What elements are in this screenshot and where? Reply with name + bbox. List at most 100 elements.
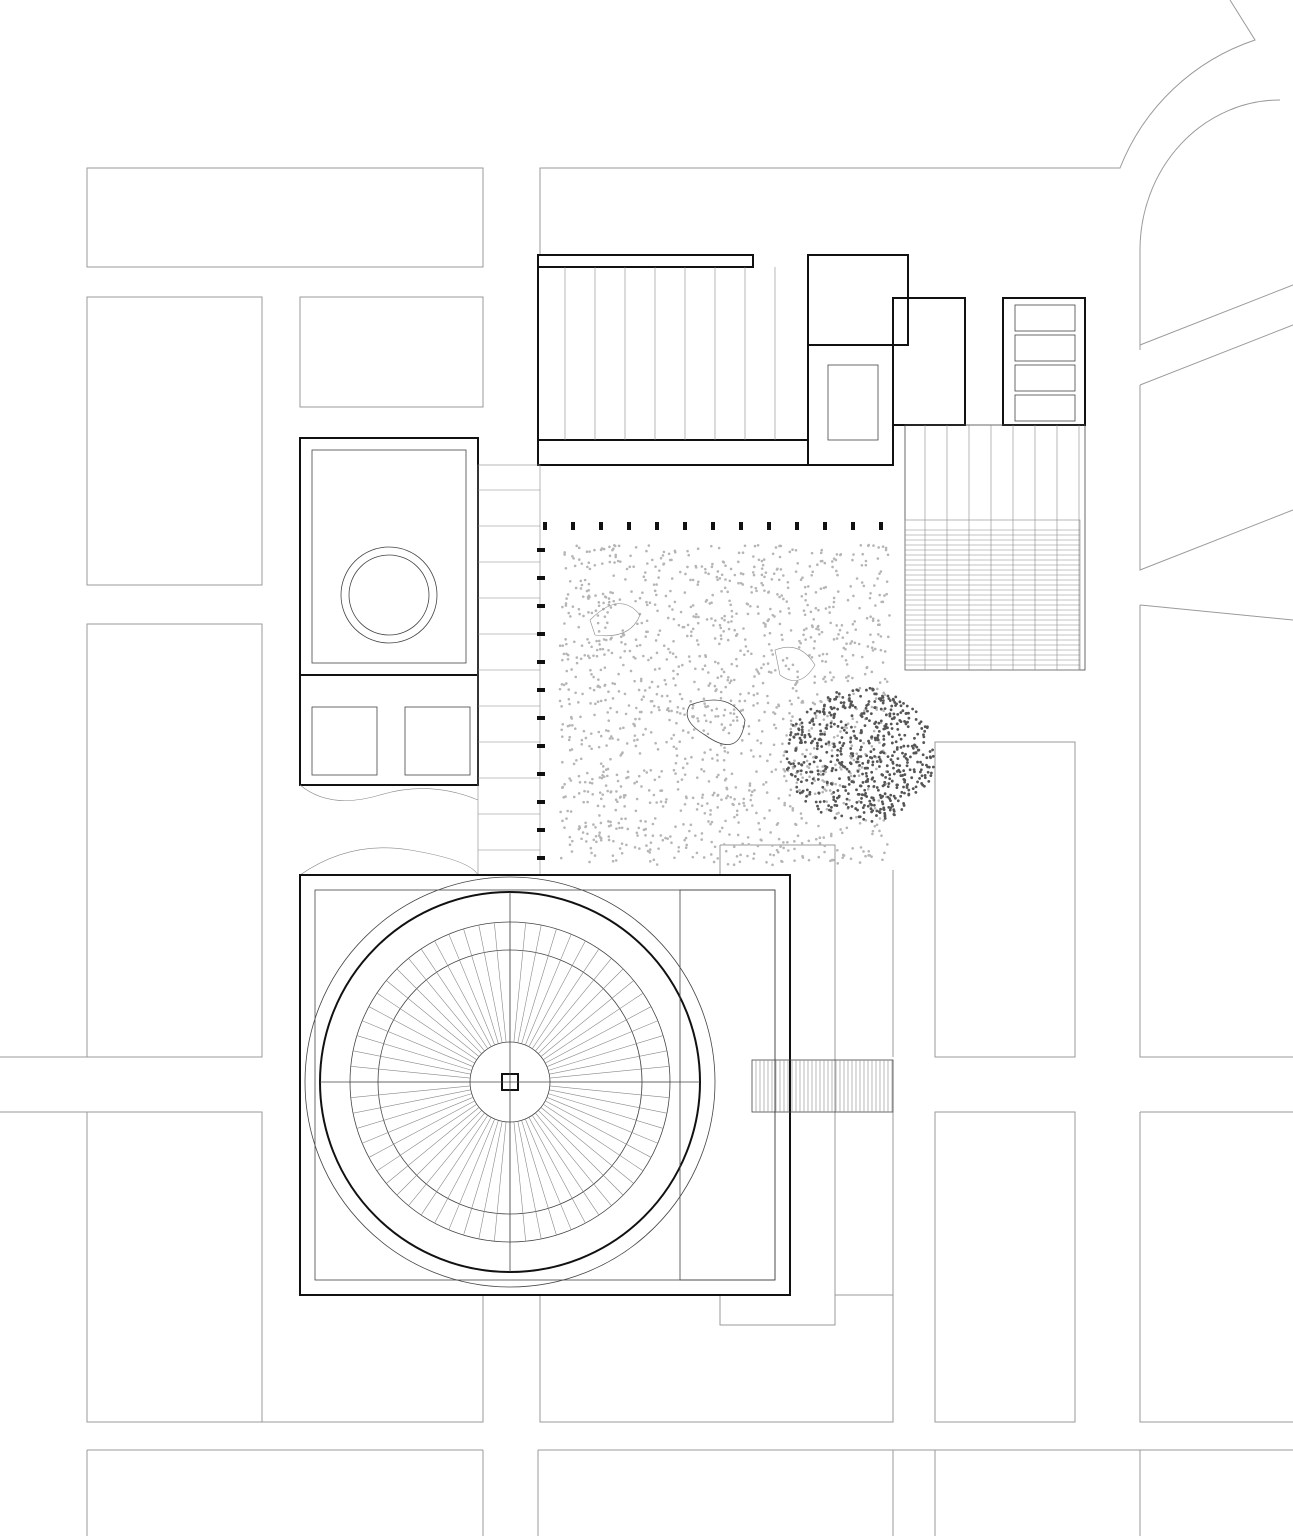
foliage-dot: [757, 672, 761, 675]
foliage-dot: [691, 796, 695, 800]
foliage-dot: [615, 773, 619, 777]
foliage-dot: [861, 793, 865, 797]
foliage-dot: [691, 627, 695, 631]
foliage-dot: [752, 857, 755, 860]
foliage-dot: [800, 733, 804, 737]
foliage-dot: [626, 775, 630, 779]
foliage-dot: [640, 710, 643, 714]
foliage-dot: [624, 642, 627, 646]
foliage-dot: [774, 726, 778, 730]
foliage-dot: [873, 706, 877, 710]
foliage-dot: [673, 856, 676, 860]
foliage-dot: [791, 548, 794, 551]
foliage-dot: [586, 565, 589, 569]
foliage-dot: [824, 607, 828, 610]
foliage-dot: [782, 841, 785, 844]
foliage-dot: [684, 572, 687, 576]
foliage-dot: [782, 574, 785, 577]
foliage-dot: [653, 778, 657, 782]
foliage-dot: [739, 692, 742, 696]
foliage-dot: [595, 840, 598, 844]
foliage-dot: [653, 603, 657, 606]
foliage-dot: [808, 792, 812, 796]
foliage-dot: [645, 771, 649, 774]
foliage-dot: [895, 722, 899, 726]
foliage-dot: [881, 661, 885, 664]
foliage-dot: [876, 788, 880, 792]
foliage-dot: [866, 759, 870, 763]
foliage-dot: [588, 686, 592, 690]
foliage-dot: [722, 714, 726, 717]
foliage-dot: [684, 846, 688, 850]
foliage-dot: [672, 617, 676, 621]
foliage-dot: [823, 733, 826, 736]
foliage-dot: [642, 654, 645, 658]
foliage-dot: [886, 694, 890, 698]
foliage-dot: [873, 584, 876, 587]
column: [795, 522, 799, 530]
foliage-dot: [843, 725, 846, 729]
foliage-dot: [881, 545, 885, 548]
foliage-dot: [877, 697, 881, 701]
foliage-dot: [809, 752, 812, 756]
foliage-dot: [881, 701, 885, 705]
foliage-dot: [783, 770, 787, 773]
foliage-dot: [633, 723, 636, 726]
foliage-dot: [720, 826, 724, 830]
foliage-dot: [853, 734, 856, 738]
foliage-dot: [590, 645, 593, 649]
foliage-dot: [701, 793, 705, 797]
foliage-dot: [603, 595, 607, 598]
foliage-dot: [931, 765, 935, 769]
foliage-dot: [683, 757, 687, 761]
foliage-dot: [884, 713, 888, 717]
foliage-dot: [810, 727, 814, 730]
foliage-dot: [679, 809, 683, 812]
foliage-dot: [620, 842, 624, 845]
foliage-dot: [597, 601, 601, 604]
foliage-dot: [886, 770, 890, 774]
foliage-dot: [732, 863, 736, 867]
foliage-dot: [899, 737, 903, 741]
foliage-dot: [859, 739, 862, 743]
foliage-dot: [860, 581, 864, 584]
foliage-dot: [871, 640, 875, 644]
foliage-dot: [872, 544, 875, 547]
foliage-dot: [820, 700, 823, 704]
foliage-dot: [644, 820, 647, 823]
foliage-dot: [877, 721, 881, 725]
foliage-dot: [572, 762, 576, 766]
foliage-dot: [870, 855, 873, 858]
foliage-dot: [865, 688, 868, 692]
foliage-dot: [685, 843, 688, 847]
foliage-dot: [693, 680, 696, 684]
foliage-dot: [689, 823, 693, 827]
foliage-dot: [749, 749, 753, 752]
foliage-dot: [812, 723, 816, 726]
foliage-dot: [589, 668, 592, 672]
foliage-dot: [580, 562, 584, 565]
foliage-dot: [844, 647, 847, 651]
foliage-dot: [823, 780, 826, 784]
foliage-dot: [863, 766, 867, 770]
dome-rib: [408, 1112, 485, 1206]
foliage-dot: [803, 613, 807, 617]
column: [537, 744, 545, 748]
foliage-dot: [890, 741, 894, 745]
foliage-dot: [896, 799, 900, 803]
foliage-dot: [853, 774, 856, 778]
foliage-dot: [719, 626, 723, 630]
foliage-dot: [586, 790, 590, 793]
foliage-dot: [568, 579, 572, 583]
foliage-dot: [922, 735, 926, 739]
foliage-dot: [720, 573, 724, 577]
foliage-dot: [757, 612, 760, 615]
foliage-dot: [695, 776, 699, 779]
foliage-dot: [914, 718, 918, 721]
foliage-dot: [907, 788, 911, 792]
foliage-dot: [575, 661, 579, 665]
foliage-dot: [692, 728, 696, 731]
foliage-dot: [881, 699, 885, 703]
foliage-dot: [709, 813, 712, 816]
foliage-dot: [848, 761, 852, 765]
